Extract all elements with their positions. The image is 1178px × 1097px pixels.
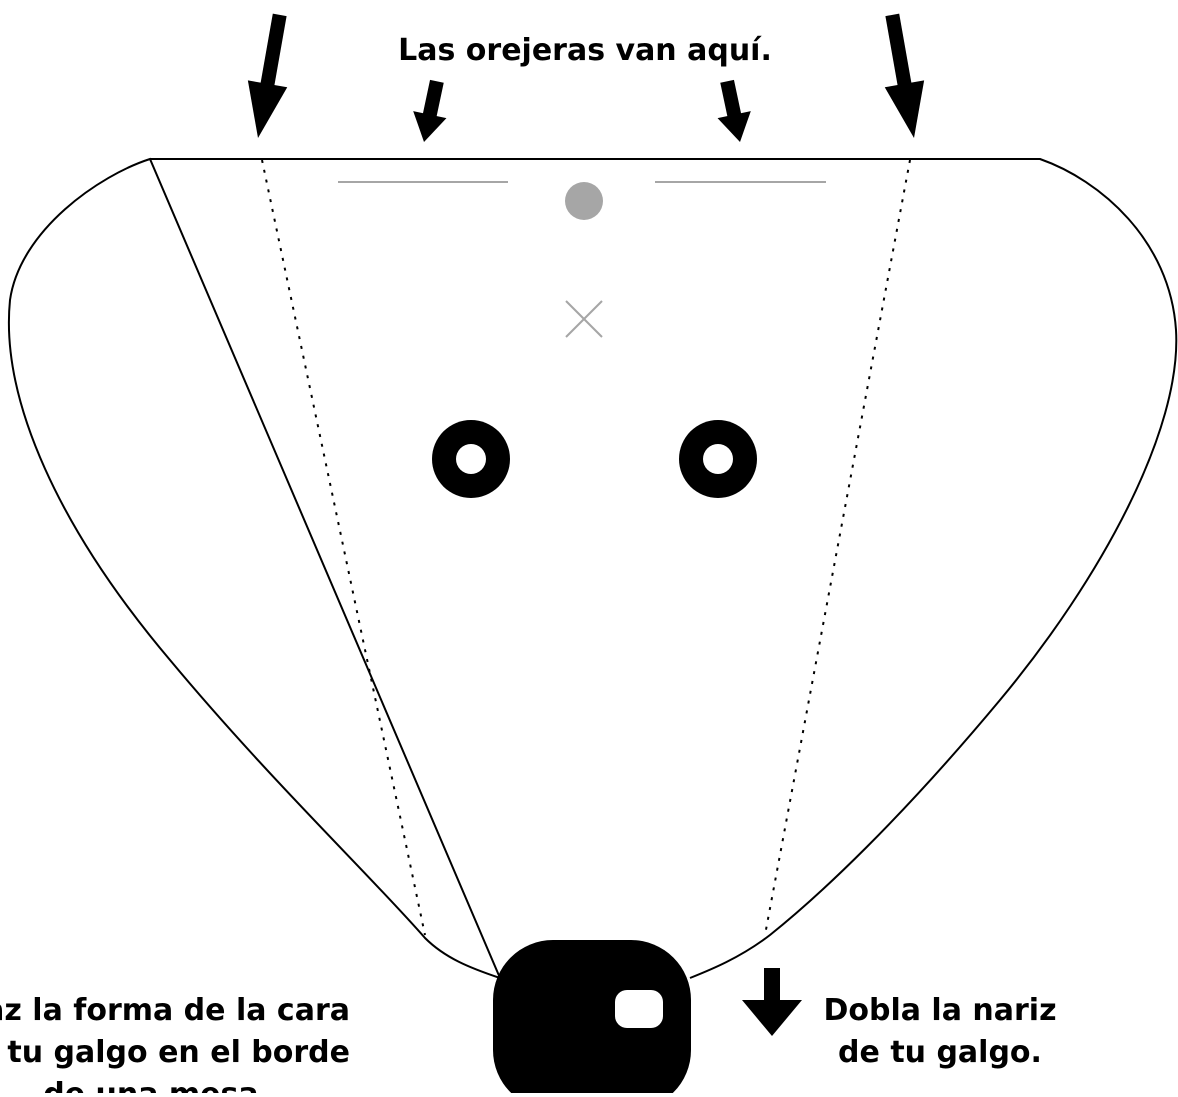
dot-icon <box>565 182 603 220</box>
fold-line-left <box>261 159 426 936</box>
arrow-down-icon-inner-left <box>413 79 447 142</box>
trace-instruction-line2: e tu galgo en el borde <box>0 1035 350 1070</box>
fold-instruction-line2: de tu galgo. <box>838 1035 1042 1070</box>
eye-icon-left <box>432 420 510 498</box>
fold-instruction-line1: Dobla la nariz <box>823 993 1056 1028</box>
ears-label: Las orejeras van aquí. <box>398 33 772 68</box>
trace-instruction-line1: az la forma de la cara <box>0 993 350 1028</box>
fold-line-right <box>764 159 911 936</box>
arrow-down-icon-fold <box>742 968 802 1036</box>
nose-icon <box>493 940 691 1097</box>
trace-instruction-line3: de una mesa. <box>43 1077 270 1093</box>
arrow-down-icon-inner-right <box>717 79 751 142</box>
face-outline <box>8 157 1178 980</box>
eye-icon-right <box>679 420 757 498</box>
cross-mark-icon <box>565 300 603 338</box>
arrow-down-icon-outer-right <box>884 13 925 138</box>
arrow-down-icon-outer-left <box>247 13 288 138</box>
